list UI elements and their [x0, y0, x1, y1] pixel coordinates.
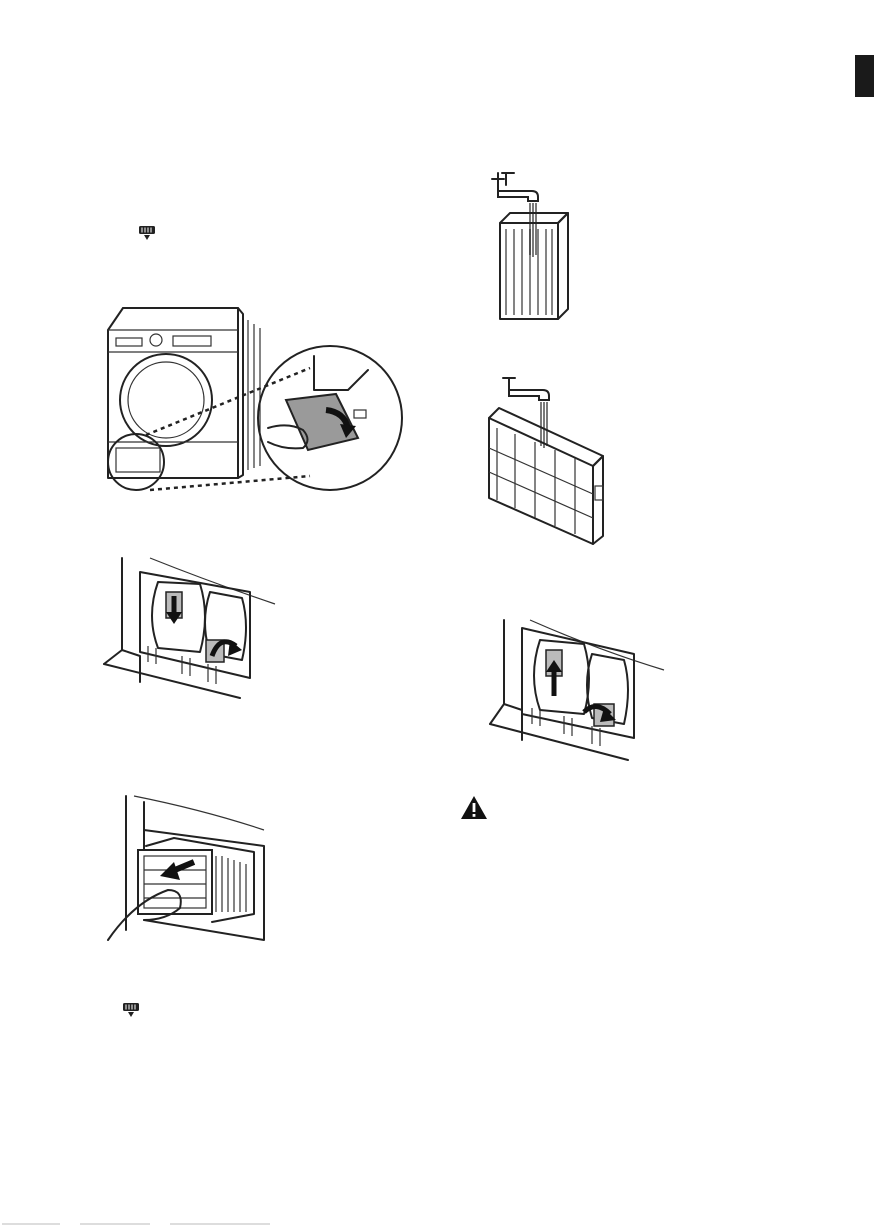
rinse-vertical-illustration: [486, 165, 581, 325]
unlock-levers-illustration: [100, 552, 280, 700]
footer-print-marks: [0, 1218, 300, 1226]
lock-levers-illustration: [488, 610, 668, 766]
pull-out-heat-exchanger-illustration: [104, 790, 268, 940]
heat-exchanger-icon: [138, 225, 156, 241]
warning-triangle-icon: [460, 795, 488, 820]
heat-exchanger-icon: [122, 1002, 140, 1018]
language-tab: [855, 55, 874, 97]
rinse-horizontal-illustration: [485, 368, 620, 550]
open-lower-cover-illustration: [98, 300, 408, 500]
